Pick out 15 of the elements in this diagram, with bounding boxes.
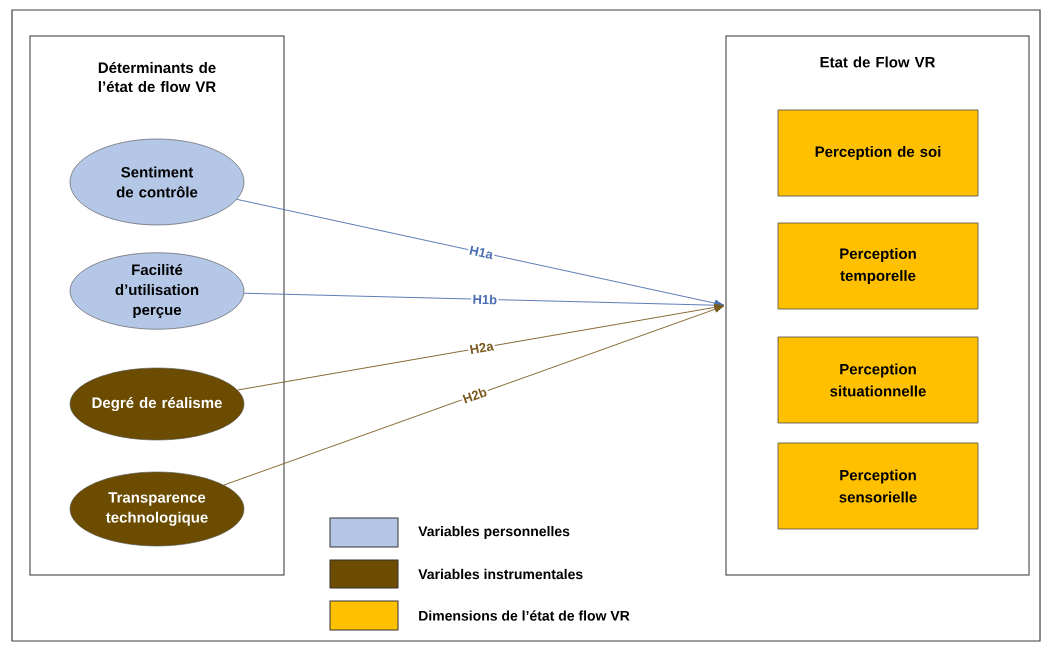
dimension-box: Perception temporelle (777, 222, 979, 310)
legend-label: Dimensions de l’état de flow VR (419, 610, 630, 621)
legend-label: Variables instrumentales (418, 568, 583, 580)
dimension-box: Perception sensorielle (777, 442, 979, 530)
edge-label: H1b (470, 292, 499, 306)
legend-label: Variables personnelles (418, 525, 570, 539)
dimension-box: Perception situationnelle (777, 336, 979, 424)
edge-label: H2a (467, 339, 496, 357)
arrow (237, 303, 725, 391)
arrow (236, 198, 725, 307)
arrow (223, 305, 725, 486)
arrow (243, 292, 725, 309)
edge-label: H1a (466, 243, 496, 262)
edge-label: H2b (459, 384, 490, 406)
dimension-box: Perception de soi (777, 109, 979, 197)
